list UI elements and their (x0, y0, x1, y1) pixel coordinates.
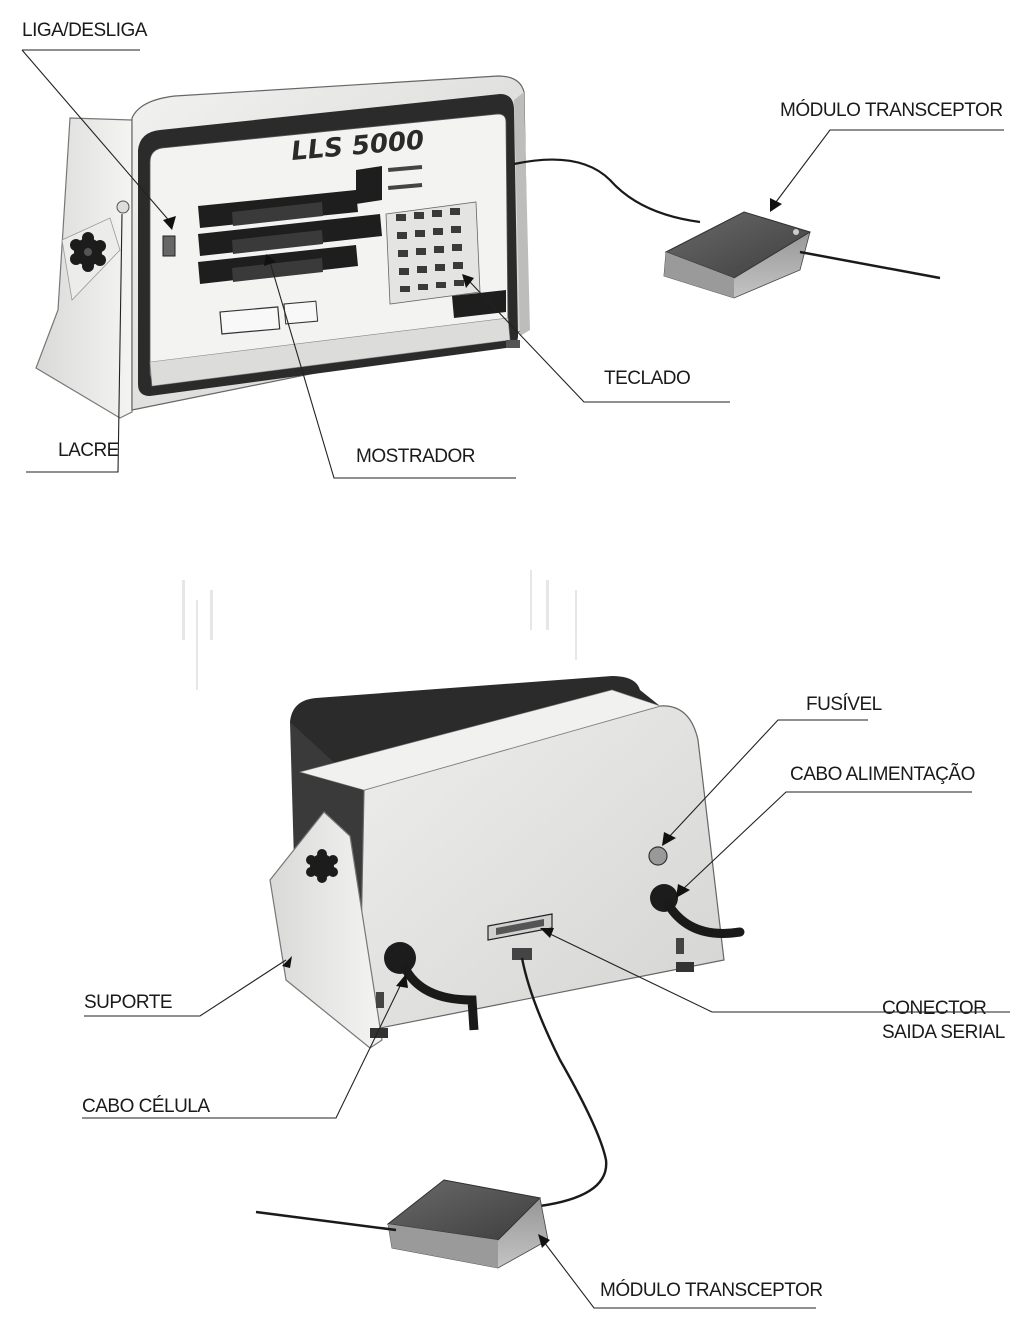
label-display: MOSTRADOR (356, 446, 475, 467)
serial-cable (520, 957, 608, 1208)
knob-icon (70, 232, 106, 272)
antenna-icon (799, 250, 941, 280)
label-stand: SUPORTE (84, 992, 172, 1013)
power-switch-icon (162, 235, 176, 257)
seal-icon (116, 200, 130, 214)
front-transceiver-module (663, 211, 941, 299)
label-power-switch: LIGA/DESLIGA (22, 20, 148, 41)
fuse-icon (648, 846, 668, 866)
rear-transceiver-module (255, 1179, 549, 1269)
cell-cable (399, 963, 479, 1031)
label-fuse: FUSÍVEL (806, 694, 882, 715)
power-cable (663, 899, 745, 938)
display-panel (198, 165, 423, 284)
label-serial-line2: SAIDA SERIAL (882, 1022, 1005, 1043)
label-keypad: TECLADO (604, 368, 690, 389)
rear-view: FUSÍVEL CABO ALIMENTAÇÃO SUPORTE CONECTO… (82, 676, 1010, 1309)
label-cell-cable: CABO CÉLULA (82, 1096, 210, 1117)
label-transceiver-bottom: MÓDULO TRANSCEPTOR (600, 1279, 823, 1301)
label-serial-line1: CONECTOR (882, 998, 986, 1019)
manufacturer-logo (219, 306, 281, 335)
label-power-cable: CABO ALIMENTAÇÃO (790, 763, 975, 785)
rear-knob-icon (306, 849, 338, 883)
front-left-stand (35, 117, 133, 419)
label-transceiver-top: MÓDULO TRANSCEPTOR (780, 99, 1003, 121)
rear-left-stand (269, 811, 383, 1049)
front-view: LLS 5000 (21, 20, 1004, 479)
scan-artifacts (182, 570, 577, 690)
label-seal: LACRE (58, 440, 119, 461)
serial-connector-icon (487, 913, 553, 960)
front-cable (513, 158, 701, 224)
cell-socket-icon (384, 942, 416, 974)
keypad (385, 201, 506, 318)
rear-antenna-icon (255, 1210, 397, 1232)
